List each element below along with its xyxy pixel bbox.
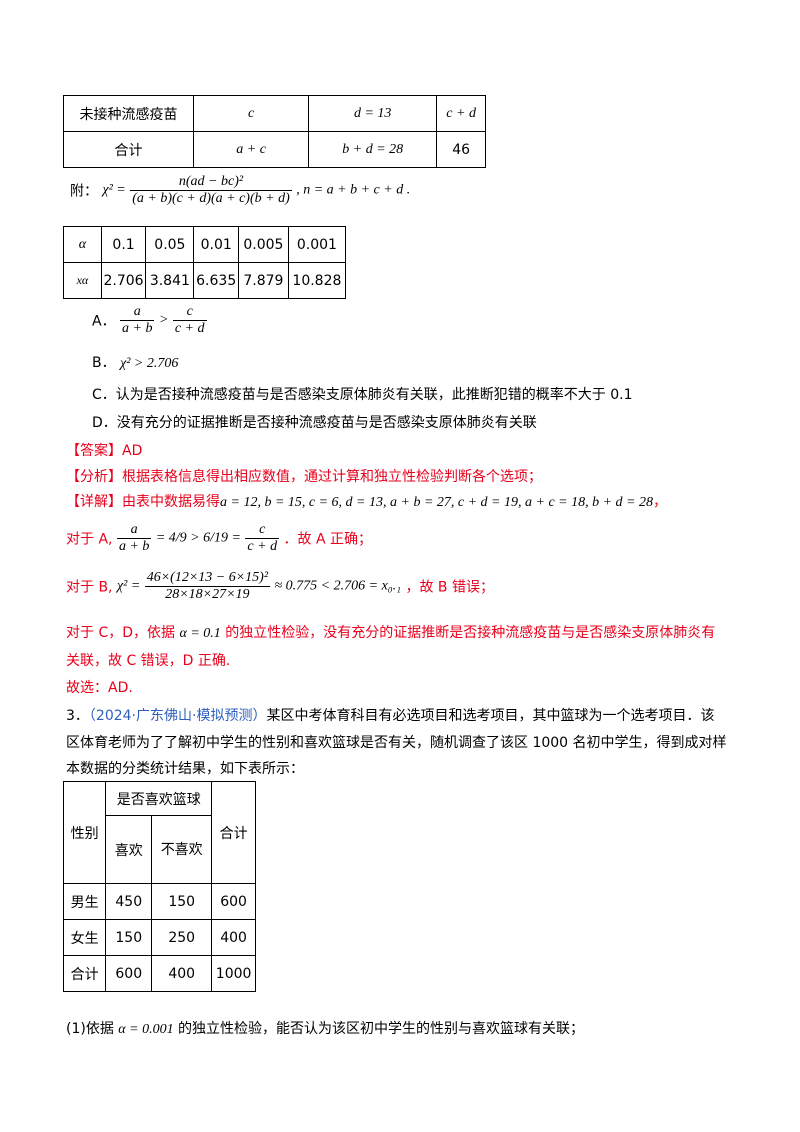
row-label: 男生: [62, 883, 107, 920]
solution-cd-rest1: 的独立性检验，没有充分的证据推断是否接种流感疫苗与是否感染支原体肺炎有: [225, 625, 716, 641]
critical-value: 3.841: [145, 262, 195, 299]
frac-den: a + b: [118, 539, 150, 554]
row-label: 女生: [62, 919, 107, 956]
frac-den: a + b: [122, 321, 153, 336]
solution-cd-prefix: 对于 C，D，依据: [66, 625, 176, 641]
answer-line: 【答案】AD: [66, 443, 143, 459]
frac-den: 28×18×27×19: [165, 587, 250, 602]
question-number: 3．: [66, 708, 89, 724]
question-source: （2024·广东佛山·模拟预测）: [88, 708, 267, 724]
cell: 400: [151, 955, 213, 992]
option-b-text: χ² > 2.706: [120, 356, 179, 371]
subquestion-1: (1)依据 α = 0.001 的独立性检验，能否认为该区初中学生的性别与喜欢篮…: [66, 1018, 584, 1041]
x-alpha-label: xα: [63, 262, 102, 299]
gender-header: 性别: [62, 781, 107, 884]
detail-prefix: 【详解】由表中数据易得: [66, 494, 220, 510]
option-c: C．认为是否接种流感疫苗与是否感染支原体肺炎有关联，此推断犯错的概率不大于 0.…: [92, 387, 633, 403]
option-a-label: A．: [92, 313, 116, 330]
frac-num: 46×(12×13 − 6×15)²: [144, 570, 271, 587]
cell: 400: [211, 919, 256, 956]
solution-b-prefix: 对于 B,: [66, 579, 113, 596]
like-header: 喜欢: [105, 815, 153, 884]
cell: d = 13: [308, 95, 438, 132]
row-label: 合计: [62, 955, 107, 992]
cell: 450: [105, 883, 153, 920]
cell: 250: [151, 919, 213, 956]
solution-b-chi: χ² =: [116, 578, 141, 594]
critical-value: 10.828: [287, 262, 347, 299]
formula-denominator: (a + b)(c + d)(a + c)(b + d): [132, 191, 290, 206]
formula-numerator: n(ad − bc)²: [130, 174, 292, 191]
formula-suffix: , n = a + b + c + d .: [296, 182, 411, 198]
solution-cd-line1: 对于 C，D，依据 α = 0.1 的独立性检验，没有充分的证据推断是否接种流感…: [66, 622, 715, 645]
option-d: D．没有充分的证据推断是否接种流感疫苗与是否感染支原体肺炎有关联: [92, 415, 537, 431]
cell: c + d: [436, 95, 486, 132]
row-label: 合计: [62, 131, 195, 168]
solution-b-tail: ≈ 0.775 < 2.706 = x₀.₁: [274, 578, 402, 594]
critical-value: 6.635: [193, 262, 239, 299]
cell: b + d = 28: [308, 131, 438, 168]
cell: 1000: [211, 955, 256, 992]
detail-end: ，: [653, 494, 668, 510]
solution-cd-line2: 关联，故 C 错误，D 正确.: [66, 653, 231, 669]
option-b-label: B．: [92, 355, 116, 371]
formula-prefix: 附：: [70, 183, 98, 200]
frac-den: c + d: [247, 539, 278, 554]
alpha-value: 0.01: [193, 226, 239, 263]
row-label: 未接种流感疫苗: [62, 95, 195, 132]
cell: 600: [211, 883, 256, 920]
solution-b: 对于 B, χ² = 46×(12×13 − 6×15)² 28×18×27×1…: [66, 570, 494, 614]
critical-value: 7.879: [237, 262, 289, 299]
solution-a-prefix: 对于 A,: [66, 531, 113, 548]
question-3-line1: 3．（2024·广东佛山·模拟预测）某区中考体育科目有必选项目和选考项目，其中篮…: [66, 705, 714, 727]
like-basketball-header: 是否喜欢篮球: [105, 781, 213, 816]
subq-prefix: (1)依据: [66, 1021, 114, 1037]
alpha-value: 0.05: [145, 226, 195, 263]
option-a: A． a a + b > c c + d: [92, 304, 207, 344]
solution-cd-alpha: α = 0.1: [179, 626, 221, 641]
solution-a-suffix: ．故 A 正确；: [283, 531, 373, 548]
solution-a: 对于 A, a a + b = 4/9 > 6/19 = c c + d ．故 …: [66, 522, 372, 562]
gt-sign: >: [158, 312, 169, 328]
solution-a-mid: = 4/9 > 6/19 =: [155, 530, 241, 546]
frac-num: a: [116, 522, 152, 539]
subq-alpha: α = 0.001: [118, 1022, 174, 1037]
critical-value-table: α 0.1 0.05 0.01 0.005 0.001 xα 2.706 3.8…: [63, 226, 347, 299]
question-text: 某区中考体育科目有必选项目和选考项目，其中篮球为一个选考项目．该: [266, 708, 715, 724]
conclusion: 故选：AD.: [66, 680, 133, 696]
alpha-value: 0.001: [287, 226, 347, 263]
analysis-line: 【分析】根据表格信息得出相应数值，通过计算和独立性检验判断各个选项；: [66, 469, 542, 485]
option-b: B． χ² > 2.706: [92, 352, 178, 375]
gender-basketball-table: 性别 是否喜欢篮球 合计 喜欢 不喜欢 男生 450 150 600 女生 15…: [62, 781, 256, 992]
total-header: 合计: [211, 781, 256, 884]
frac-den: c + d: [174, 321, 205, 336]
cell: 600: [105, 955, 153, 992]
frac-num: c: [172, 304, 207, 321]
chi-square-formula: 附： χ² = n(ad − bc)² (a + b)(c + d)(a + c…: [70, 174, 410, 218]
formula-chi: χ² =: [102, 182, 126, 198]
alpha-label: α: [63, 226, 102, 263]
detail-line: 【详解】由表中数据易得a = 12, b = 15, c = 6, d = 13…: [66, 491, 667, 514]
solution-b-suffix: ，故 B 错误；: [405, 579, 494, 596]
frac-num: a: [120, 304, 155, 321]
critical-value: 2.706: [100, 262, 147, 299]
alpha-value: 0.005: [237, 226, 289, 263]
alpha-value: 0.1: [100, 226, 147, 263]
dislike-header: 不喜欢: [151, 815, 213, 884]
cell: 46: [436, 131, 486, 168]
question-3-line2: 区体育老师为了了解初中学生的性别和喜欢篮球是否有关，随机调查了该区 1000 名…: [66, 735, 727, 751]
question-3-line3: 本数据的分类统计结果，如下表所示：: [66, 761, 304, 777]
cell: 150: [105, 919, 153, 956]
cell: c: [193, 95, 310, 132]
cell: 150: [151, 883, 213, 920]
detail-values: a = 12, b = 15, c = 6, d = 13, a + b = 2…: [220, 495, 654, 510]
frac-num: c: [245, 522, 280, 539]
subq-rest: 的独立性检验，能否认为该区初中学生的性别与喜欢篮球有关联；: [178, 1021, 585, 1037]
contingency-table-continued: 未接种流感疫苗 c d = 13 c + d 合计 a + c b + d = …: [62, 95, 486, 168]
cell: a + c: [193, 131, 310, 168]
